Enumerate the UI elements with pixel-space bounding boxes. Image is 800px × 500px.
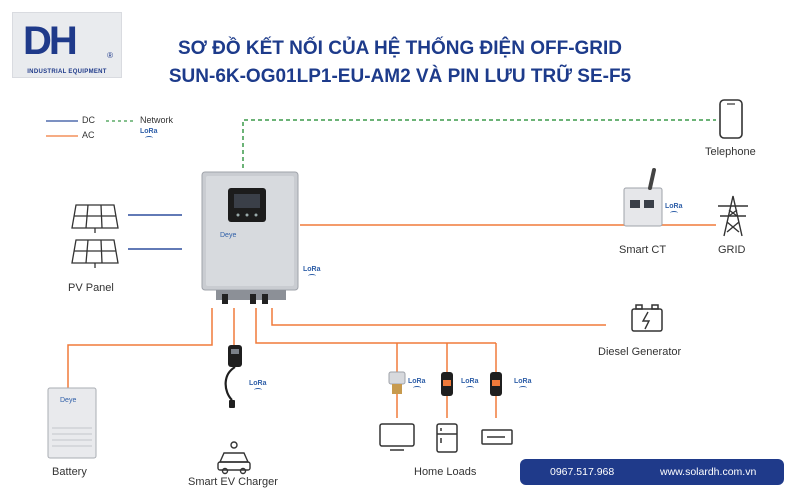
lora-icon-load1: LoRa — [408, 378, 426, 390]
smart-plug-device-2 — [490, 372, 502, 396]
page-title-line1: SƠ ĐỒ KẾT NỐI CỦA HỆ THỐNG ĐIỆN OFF-GRID — [177, 38, 623, 59]
tv-icon — [379, 423, 415, 451]
logo-registered: ® — [107, 51, 113, 60]
logo-mark: DH — [23, 19, 78, 63]
lora-icon-smart-ct: LoRa — [665, 203, 683, 215]
diesel-generator-icon — [631, 304, 663, 332]
heater-icon — [481, 429, 513, 445]
solar-panel-icon — [71, 204, 119, 268]
smart-ct-label: Smart CT — [619, 244, 667, 256]
smart-ct-device — [623, 168, 663, 227]
lora-icon-load3: LoRa — [514, 378, 532, 390]
ev-charger-label: Smart EV Charger — [188, 476, 278, 488]
page-title-line2: SUN-6K-OG01LP1-EU-AM2 VÀ PIN LƯU TRỮ SE-… — [168, 66, 632, 87]
grid-tower-icon — [718, 195, 748, 237]
ac-line-battery — [67, 308, 213, 388]
contact-website[interactable]: www.solardh.com.vn — [660, 466, 757, 478]
ac-line-loads — [255, 308, 496, 344]
legend-network-label: Network — [140, 115, 174, 125]
grid-label: GRID — [718, 244, 746, 256]
logo-tagline: INDUSTRIAL EQUIPMENT — [27, 69, 107, 75]
company-logo: DH ® INDUSTRIAL EQUIPMENT — [12, 12, 122, 78]
telephone-icon — [719, 99, 743, 139]
pv-panel-label: PV Panel — [68, 282, 114, 294]
network-link — [242, 119, 716, 168]
refrigerator-icon — [436, 423, 458, 453]
battery-brand: Deye — [60, 397, 77, 404]
battery-device — [47, 387, 97, 459]
inverter-brand: Deye — [220, 232, 237, 239]
legend-dc-label: DC — [82, 115, 95, 125]
lora-icon-inverter: LoRa — [303, 266, 321, 278]
legend-ac-label: AC — [82, 130, 95, 140]
ev-charger-device — [224, 345, 242, 408]
smart-plug-device-1 — [441, 372, 453, 396]
inverter-device — [201, 171, 299, 304]
battery-label: Battery — [52, 466, 87, 478]
smart-bulb-device — [388, 371, 406, 394]
telephone-label: Telephone — [705, 146, 756, 158]
home-loads-label: Home Loads — [414, 466, 477, 478]
contact-bar: 0967.517.968 www.solardh.com.vn — [520, 459, 784, 485]
contact-phone[interactable]: 0967.517.968 — [550, 466, 615, 478]
legend-lora-label: LoRa — [140, 128, 158, 140]
diesel-generator-label: Diesel Generator — [598, 346, 682, 358]
ac-line-generator — [271, 308, 606, 326]
car-icon — [217, 441, 251, 475]
lora-icon-load2: LoRa — [461, 378, 479, 390]
lora-icon-ev-charger: LoRa — [249, 380, 267, 392]
